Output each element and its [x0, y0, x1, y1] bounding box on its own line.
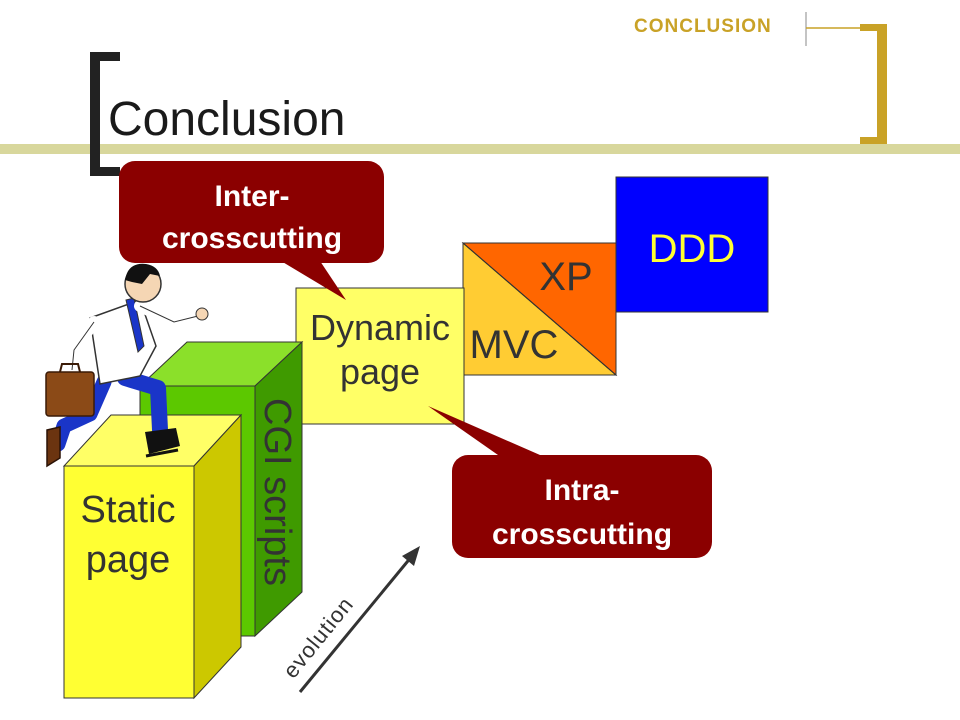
dynamic-page-block: [295, 287, 465, 425]
left-bracket-vertical: [90, 52, 100, 176]
mvc-label: MVC: [470, 323, 559, 367]
right-bracket-vertical: [877, 24, 887, 144]
mvc-xp-diagonal: [462, 242, 617, 376]
intra-callout-box: [452, 455, 712, 558]
ddd-block: [615, 176, 769, 313]
static-front-face: [63, 465, 195, 699]
evolution-arrow-shaft: [298, 555, 414, 693]
inter-callout-box: [119, 161, 384, 263]
static-page-block: Static page: [62, 413, 243, 700]
dynamic-page-label-line2: page: [340, 351, 420, 392]
static-page-label-line1: Static: [80, 489, 175, 531]
inter-callout-pointer: [276, 258, 346, 300]
left-bracket-top: [90, 52, 120, 61]
intra-callout-line1: Intra-: [545, 474, 620, 507]
inter-callout-line1: Inter-: [215, 180, 290, 213]
cgi-scripts-label: CGI scripts: [256, 398, 298, 586]
intra-callout-pointer: [428, 406, 556, 462]
title-frame: [0, 12, 960, 176]
ddd-label: DDD: [649, 227, 736, 271]
static-side-face: [193, 413, 242, 700]
right-bracket-bottom: [860, 137, 887, 144]
intra-callout-line2: crosscutting: [492, 518, 672, 551]
title-underline-bar: [0, 144, 960, 154]
cgi-side-face: [254, 340, 303, 638]
slide-title: Conclusion: [108, 93, 346, 146]
inter-crosscutting-callout: Inter- crosscutting: [119, 161, 384, 300]
evolution-arrow-head: [402, 546, 420, 566]
intra-crosscutting-callout: Intra- crosscutting: [428, 406, 712, 558]
dynamic-page-label-line1: Dynamic: [310, 307, 450, 348]
businessman-climbing-stairs-icon: [45, 263, 209, 468]
section-label: CONCLUSION: [634, 16, 772, 37]
left-bracket-bottom: [90, 167, 120, 176]
xp-label: XP: [539, 255, 592, 299]
static-page-label-line2: page: [86, 539, 171, 581]
inter-callout-line2: crosscutting: [162, 222, 342, 255]
mvc-xp-block: XP MVC: [461, 241, 618, 377]
